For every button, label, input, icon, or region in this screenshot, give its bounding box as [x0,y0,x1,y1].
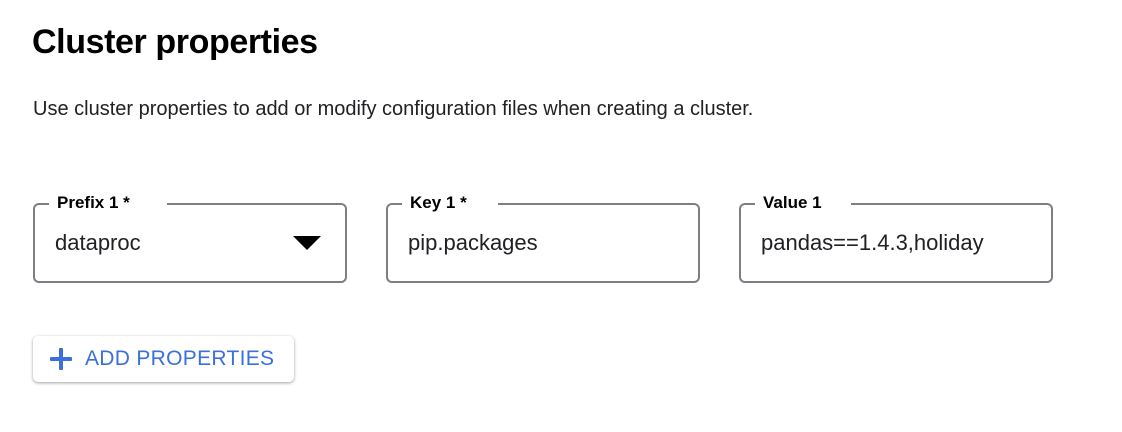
page-title: Cluster properties [32,23,318,61]
value-field-value[interactable]: pandas==1.4.3,holiday [761,230,984,255]
prefix-field-label: Prefix 1 * [52,192,135,214]
prefix-field[interactable]: Prefix 1 * dataproc [33,192,347,283]
key-field-label: Key 1 * [405,192,472,214]
properties-row: Prefix 1 * dataproc Key 1 * pip.packages… [0,192,1122,285]
page-description: Use cluster properties to add or modify … [33,98,754,120]
outline-left [33,203,47,283]
key-field[interactable]: Key 1 * pip.packages [386,192,700,283]
add-properties-button[interactable]: ADD PROPERTIES [33,336,295,382]
add-properties-button-label: ADD PROPERTIES [85,347,275,370]
plus-icon [50,348,72,370]
value-field[interactable]: Value 1 pandas==1.4.3,holiday [739,192,1053,283]
key-field-value[interactable]: pip.packages [408,230,538,255]
triangle-down-icon[interactable] [293,236,321,250]
prefix-field-value[interactable]: dataproc [55,230,141,255]
outline-left [386,203,400,283]
outline-left [739,203,753,283]
value-field-label: Value 1 [758,192,827,214]
